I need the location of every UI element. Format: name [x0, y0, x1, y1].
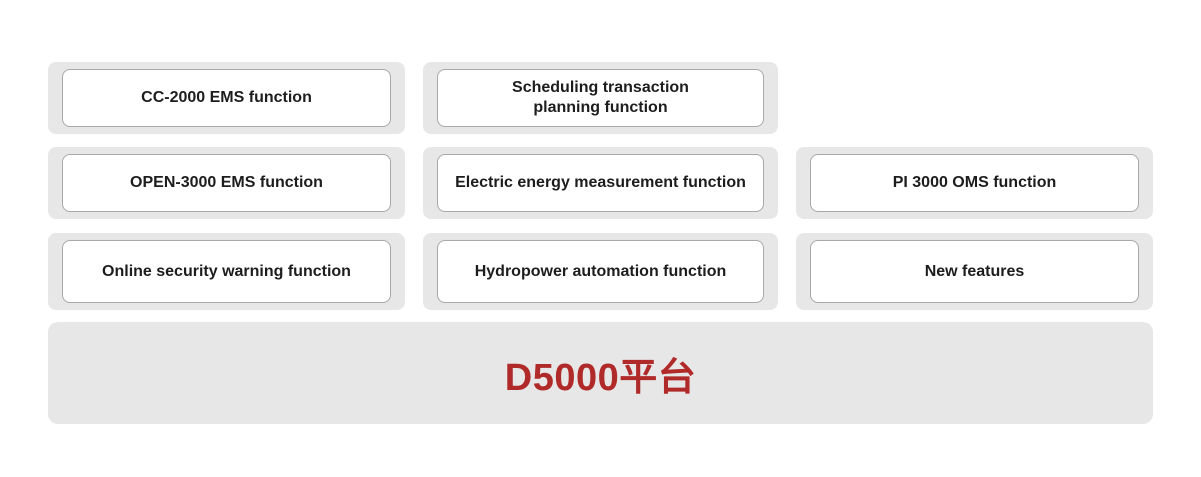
- function-box-open-3000-ems: OPEN-3000 EMS function: [48, 147, 405, 219]
- function-box-hydropower-automation: Hydropower automation function: [423, 233, 778, 310]
- function-box-label: Electric energy measurement function: [437, 154, 764, 212]
- function-box-label: OPEN-3000 EMS function: [62, 154, 391, 212]
- platform-base-bar: D5000平台: [48, 322, 1153, 424]
- function-box-scheduling-transaction-planning: Scheduling transaction planning function: [423, 62, 778, 134]
- function-box-label: Hydropower automation function: [437, 240, 764, 303]
- function-box-label: CC-2000 EMS function: [62, 69, 391, 127]
- function-box-online-security-warning: Online security warning function: [48, 233, 405, 310]
- function-box-cc-2000-ems: CC-2000 EMS function: [48, 62, 405, 134]
- function-box-label: PI 3000 OMS function: [810, 154, 1139, 212]
- function-box-electric-energy-measurement: Electric energy measurement function: [423, 147, 778, 219]
- function-box-pi-3000-oms: PI 3000 OMS function: [796, 147, 1153, 219]
- function-box-new-features: New features: [796, 233, 1153, 310]
- function-box-label: New features: [810, 240, 1139, 303]
- platform-title: D5000平台: [504, 356, 697, 399]
- function-box-label: Online security warning function: [62, 240, 391, 303]
- function-box-label: Scheduling transaction planning function: [437, 69, 764, 127]
